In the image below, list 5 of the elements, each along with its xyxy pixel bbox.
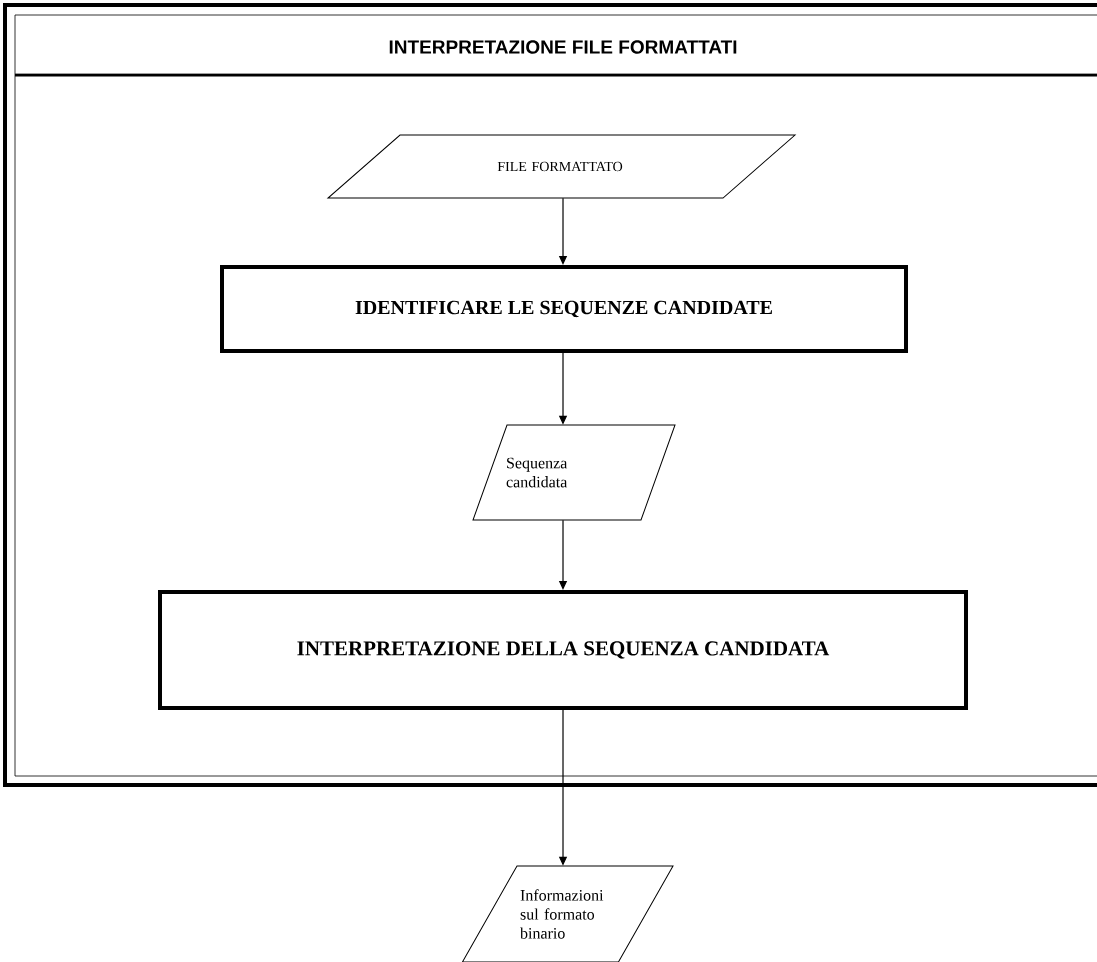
data-parallelogram: Informazioni sul formato binario xyxy=(461,865,674,962)
process-box: IDENTIFICARE LE SEQUENZE CANDIDATE xyxy=(220,265,908,353)
data-parallelogram: FILE FORMATTATO xyxy=(327,134,796,199)
data-parallelogram: Sequenza candidata xyxy=(472,424,676,521)
process-box: INTERPRETAZIONE DELLA SEQUENZA CANDIDATA xyxy=(158,590,968,710)
